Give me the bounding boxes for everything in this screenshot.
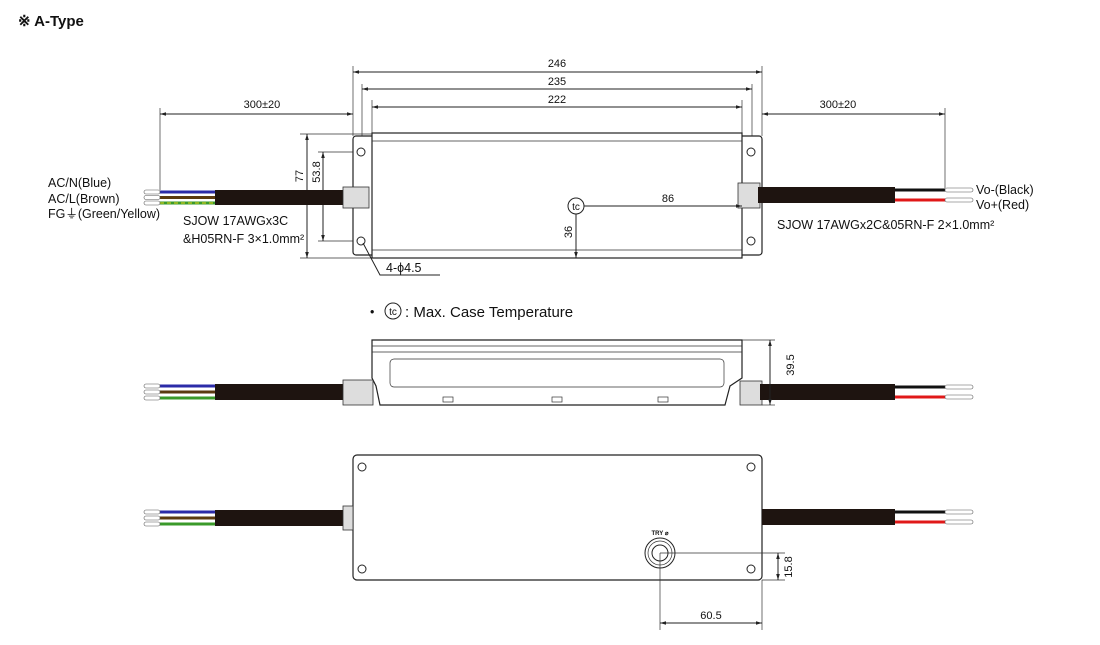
dim-246: 246 xyxy=(548,58,566,70)
dim-86: 86 xyxy=(662,193,674,205)
dim-60-5: 60.5 xyxy=(700,610,721,622)
dim-39-5: 39.5 xyxy=(785,354,797,375)
hole-spec: 4-ϕ4.5 xyxy=(386,261,422,275)
section-title: ※ A-Type xyxy=(18,13,84,30)
svg-text:tc: tc xyxy=(389,307,397,318)
dim-235: 235 xyxy=(548,76,566,88)
vent-label: TRY ⌀ xyxy=(652,531,669,537)
cable-gland xyxy=(737,182,761,209)
output-cable-spec: SJOW 17AWGx2C&05RN-F 2×1.0mm² xyxy=(777,218,994,232)
top-view: 246 235 222 300±20 300±20 77 53.8 xyxy=(48,58,1034,276)
dim-cable-left: 300±20 xyxy=(244,99,281,111)
svg-text:: Max. Case Temperature: : Max. Case Temperature xyxy=(405,304,573,321)
tc-label: tc xyxy=(572,202,580,213)
svg-text:•: • xyxy=(370,305,374,319)
wire-label-fg: FG⏚(Green/Yellow) xyxy=(48,207,160,221)
mounting-hole xyxy=(746,147,756,157)
dim-36: 36 xyxy=(563,226,575,238)
side-view: 39.5 xyxy=(143,339,974,406)
dim-77: 77 xyxy=(294,170,306,182)
cable-gland xyxy=(342,186,370,209)
tc-legend: • tc : Max. Case Temperature xyxy=(370,302,573,321)
dim-15-8: 15.8 xyxy=(783,556,795,577)
wire-label-vo-plus: Vo+(Red) xyxy=(976,198,1029,212)
bottom-view: TRY ⌀ 15.8 60.5 xyxy=(143,454,974,630)
mounting-hole xyxy=(746,236,756,246)
dim-53-8: 53.8 xyxy=(311,161,323,182)
input-cable-spec-1: SJOW 17AWGx3C xyxy=(183,214,288,228)
mounting-hole xyxy=(356,236,366,246)
wire-label-vo-minus: Vo-(Black) xyxy=(976,183,1034,197)
dim-cable-right: 300±20 xyxy=(820,99,857,111)
wire-label-ac-n: AC/N(Blue) xyxy=(48,176,111,190)
mounting-hole xyxy=(356,147,366,157)
wire-label-ac-l: AC/L(Brown) xyxy=(48,192,120,206)
dim-222: 222 xyxy=(548,94,566,106)
input-cable-spec-2: &H05RN-F 3×1.0mm² xyxy=(183,232,304,246)
